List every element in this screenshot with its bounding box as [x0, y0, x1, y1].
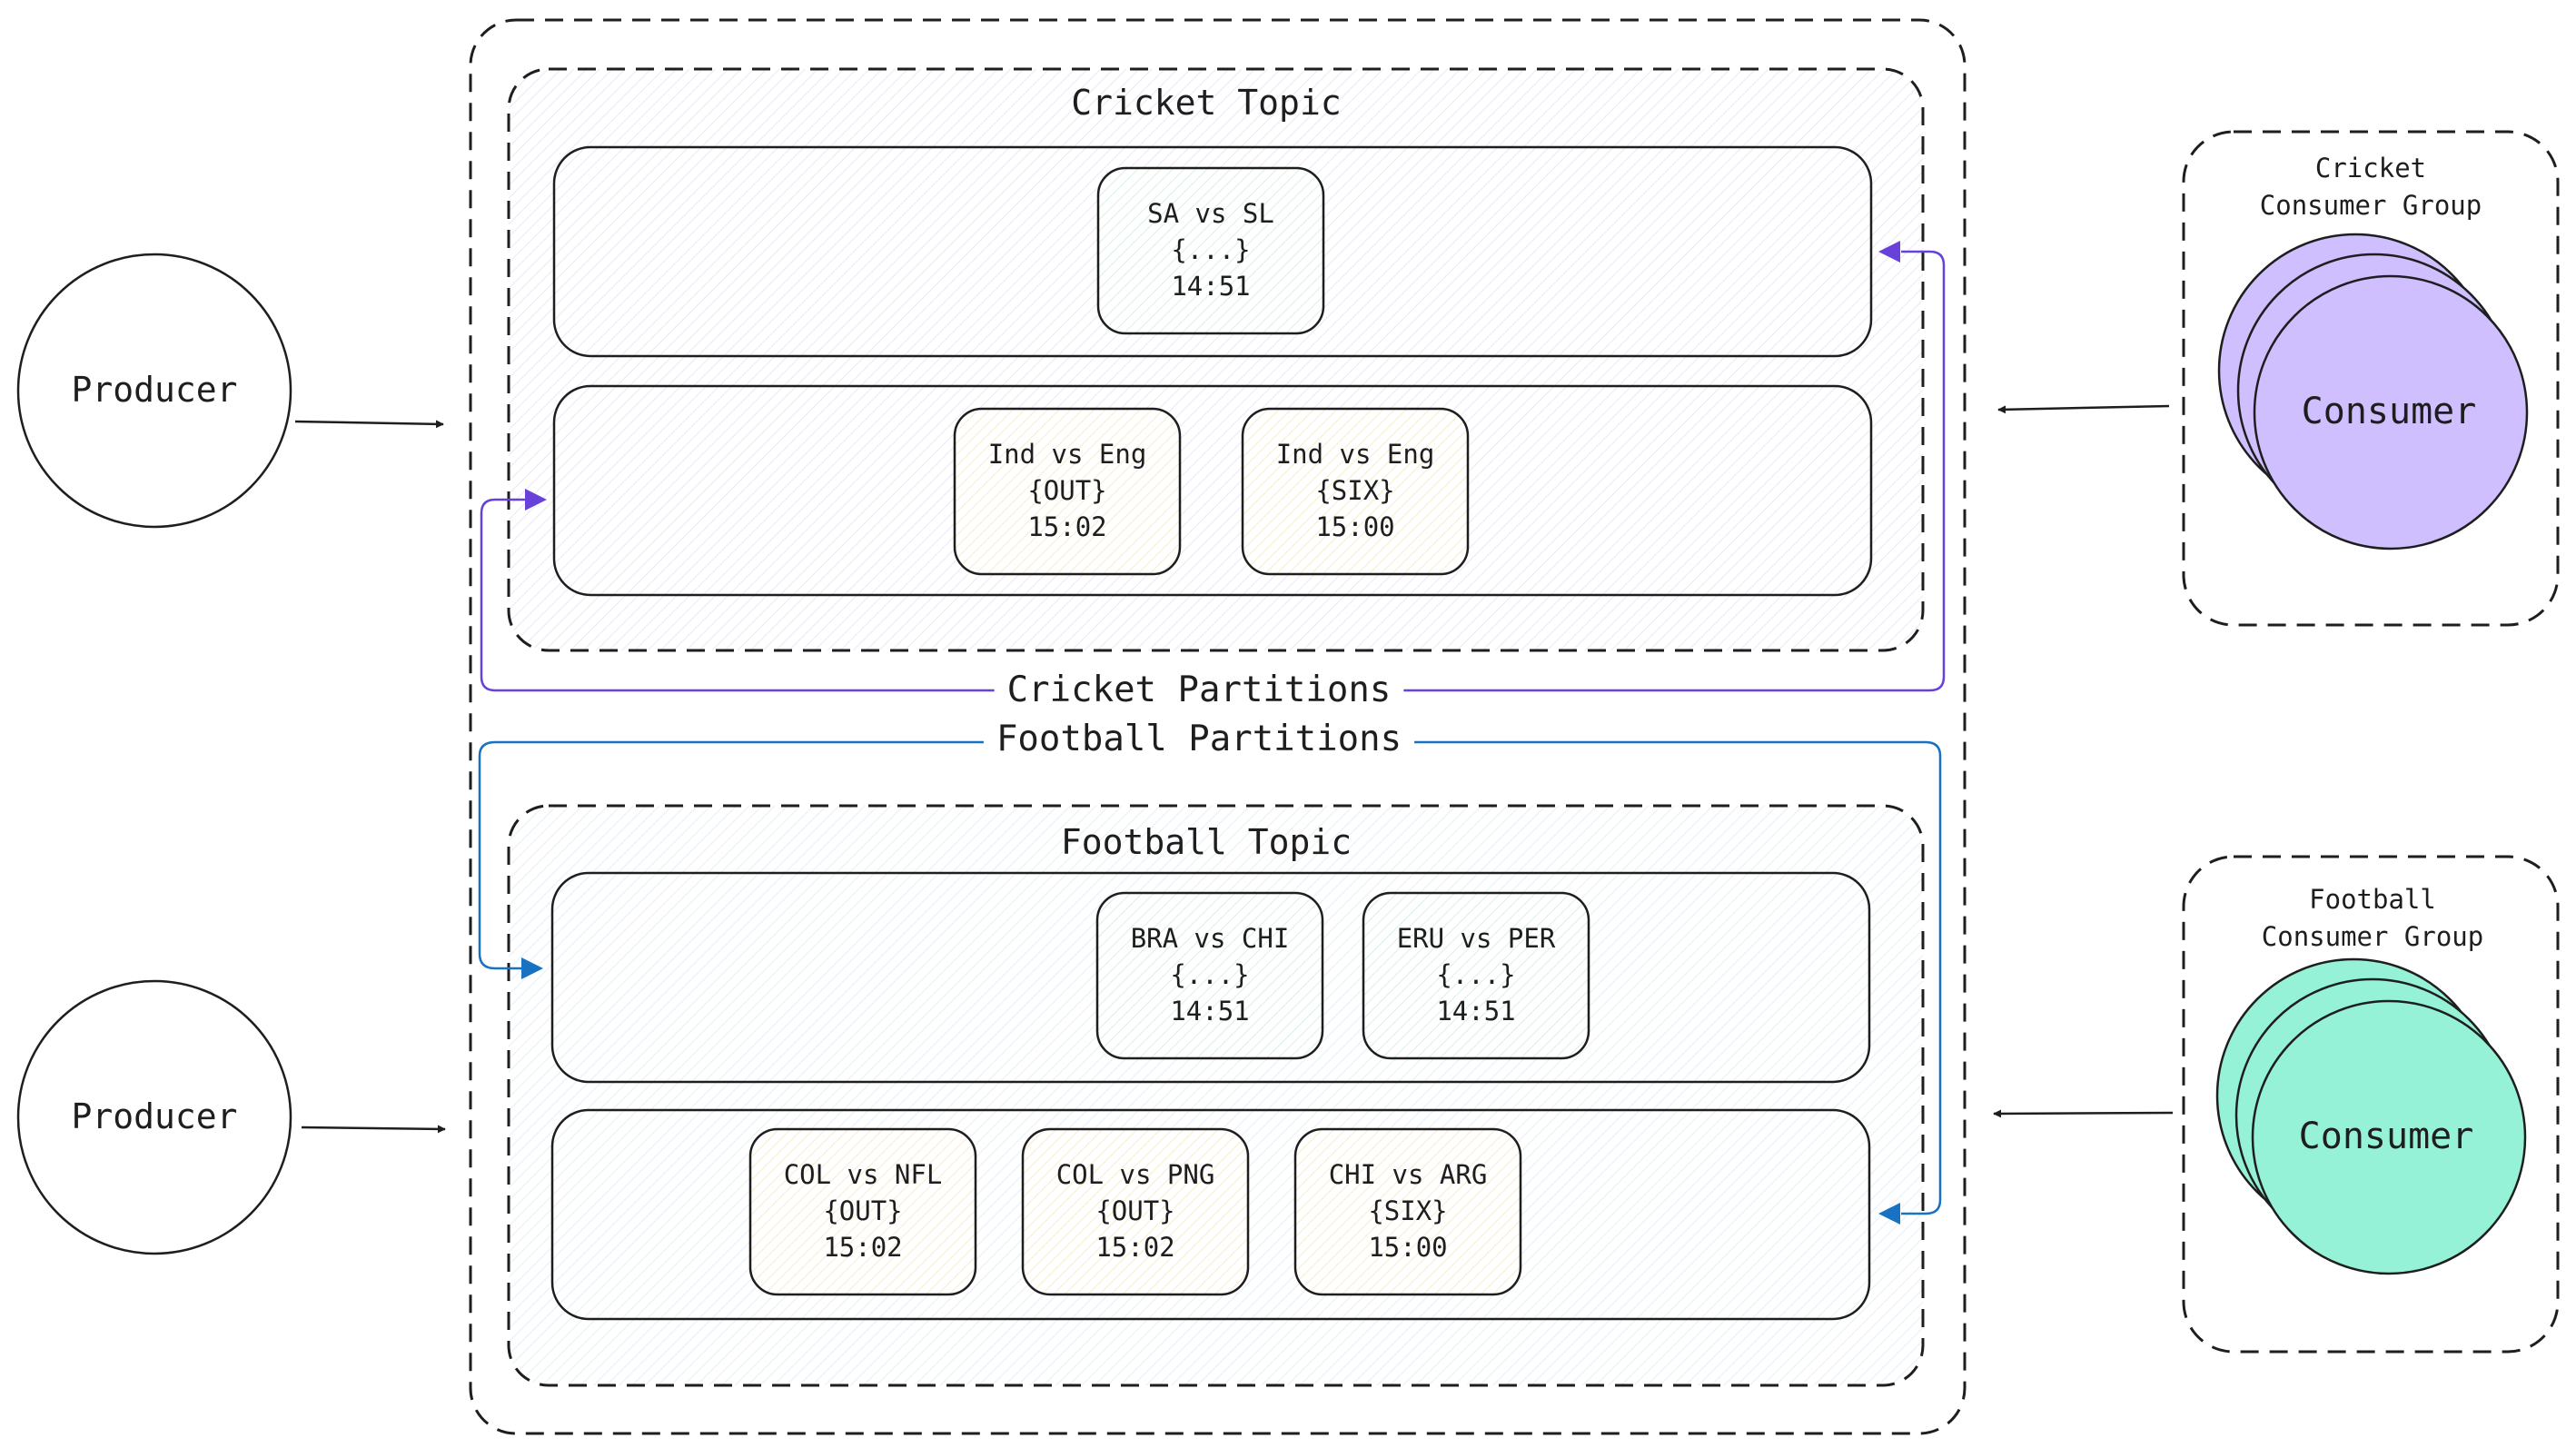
message-match: Ind vs Eng — [1276, 439, 1435, 470]
producer-cricket-node — [16, 253, 292, 529]
message-match: COL vs PNG — [1056, 1159, 1215, 1190]
football-consumer-group-label-line1: Football — [2309, 884, 2436, 915]
message-card-box — [1096, 166, 1325, 335]
message-time: 14:51 — [1171, 271, 1250, 302]
cricket-partitions-bracket: Cricket Partitions — [480, 241, 1946, 714]
football-partitions-bracket: Football Partitions — [478, 715, 1942, 1225]
cricket-partition-1 — [552, 384, 1873, 597]
cricket-bracket-left-line — [480, 498, 1008, 692]
message-match: CHI vs ARG — [1329, 1159, 1488, 1190]
message-payload: {SIX} — [1368, 1195, 1447, 1226]
message-card-box — [1293, 1127, 1522, 1296]
football-bracket-left-line — [478, 740, 999, 970]
cricket-partition-0 — [552, 145, 1873, 358]
football-consumer-node — [2251, 999, 2527, 1275]
football-consumer-group-label-line2: Consumer Group — [2262, 921, 2483, 952]
cricket-partitions-label-background — [994, 666, 1404, 714]
football-partition-0 — [550, 871, 1871, 1084]
producer-football-node — [16, 979, 292, 1255]
message-payload: {...} — [1171, 234, 1250, 265]
message-card: Ind vs Eng {OUT} 15:02 — [953, 407, 1182, 576]
football-topic-title: Football Topic — [1061, 822, 1352, 862]
message-match: ERU vs PER — [1397, 923, 1556, 954]
producer-cricket: Producer — [16, 253, 444, 529]
message-payload: {...} — [1170, 959, 1249, 990]
message-card: COL vs PNG {OUT} 15:02 — [1021, 1127, 1250, 1296]
message-card-box — [953, 407, 1182, 576]
message-payload: {...} — [1436, 959, 1515, 990]
message-payload: {OUT} — [823, 1195, 902, 1226]
producer-football: Producer — [16, 979, 446, 1255]
message-payload: {OUT} — [1027, 475, 1106, 506]
producer-football-arrow — [301, 1125, 446, 1134]
cricket-consumer-group-box — [2182, 130, 2560, 627]
cricket-consumer-group-label-line1: Cricket — [2315, 153, 2426, 183]
cricket-consumer-group-label-line2: Consumer Group — [2260, 190, 2482, 221]
cricket-partitions-label: Cricket Partitions — [1007, 669, 1392, 710]
message-time: 14:51 — [1436, 996, 1515, 1026]
message-card: ERU vs PER {...} 14:51 — [1362, 891, 1590, 1060]
message-card-box — [1095, 891, 1324, 1060]
message-time: 15:02 — [823, 1232, 902, 1263]
producer-football-label: Producer — [71, 1096, 237, 1136]
message-card: Ind vs Eng {SIX} 15:00 — [1241, 407, 1470, 576]
football-consumer-group-box — [2182, 855, 2560, 1354]
message-match: BRA vs CHI — [1131, 923, 1290, 954]
cricket-consumer-arrow — [1997, 404, 2170, 414]
message-payload: {SIX} — [1315, 475, 1394, 506]
cluster-boundary — [469, 18, 1967, 1435]
producer-cricket-arrow — [294, 420, 444, 429]
cricket-partition-0-arrowhead — [1878, 241, 1900, 263]
cricket-topic-title: Cricket Topic — [1071, 83, 1341, 123]
message-card: SA vs SL {...} 14:51 — [1096, 166, 1325, 335]
football-partition-1 — [550, 1108, 1871, 1321]
message-card-box — [748, 1127, 977, 1296]
cricket-consumer-group: Cricket Consumer Group Consumer — [1997, 130, 2560, 627]
football-partitions-label: Football Partitions — [996, 719, 1402, 759]
message-card-box — [1241, 407, 1470, 576]
message-match: COL vs NFL — [784, 1159, 943, 1190]
cricket-consumer-label: Consumer — [2302, 391, 2477, 432]
message-payload: {OUT} — [1095, 1195, 1174, 1226]
football-bracket-right-line — [1399, 740, 1942, 1215]
message-time: 14:51 — [1170, 996, 1249, 1026]
message-match: SA vs SL — [1147, 198, 1274, 229]
cricket-bracket-right-line — [1390, 250, 1946, 692]
cricket-partition-1-arrowhead — [525, 489, 547, 511]
message-time: 15:00 — [1368, 1232, 1447, 1263]
football-partition-1-arrowhead — [1878, 1203, 1900, 1225]
message-card-box — [1021, 1127, 1250, 1296]
football-consumer-arrow — [1993, 1109, 2174, 1118]
message-card: CHI vs ARG {SIX} 15:00 — [1293, 1127, 1522, 1296]
football-partitions-label-background — [983, 715, 1415, 763]
football-consumer-group: Football Consumer Group Consumer — [1993, 855, 2560, 1354]
football-consumer-label: Consumer — [2299, 1116, 2474, 1157]
message-time: 15:02 — [1027, 511, 1106, 542]
message-match: Ind vs Eng — [988, 439, 1147, 470]
producer-cricket-label: Producer — [71, 370, 237, 410]
message-time: 15:02 — [1095, 1232, 1174, 1263]
cricket-topic-box — [507, 67, 1925, 652]
cricket-consumer-node — [2253, 274, 2529, 550]
football-partition-0-arrowhead — [521, 957, 543, 979]
message-time: 15:00 — [1315, 511, 1394, 542]
message-card: BRA vs CHI {...} 14:51 — [1095, 891, 1324, 1060]
message-card-box — [1362, 891, 1590, 1060]
message-card: COL vs NFL {OUT} 15:02 — [748, 1127, 977, 1296]
